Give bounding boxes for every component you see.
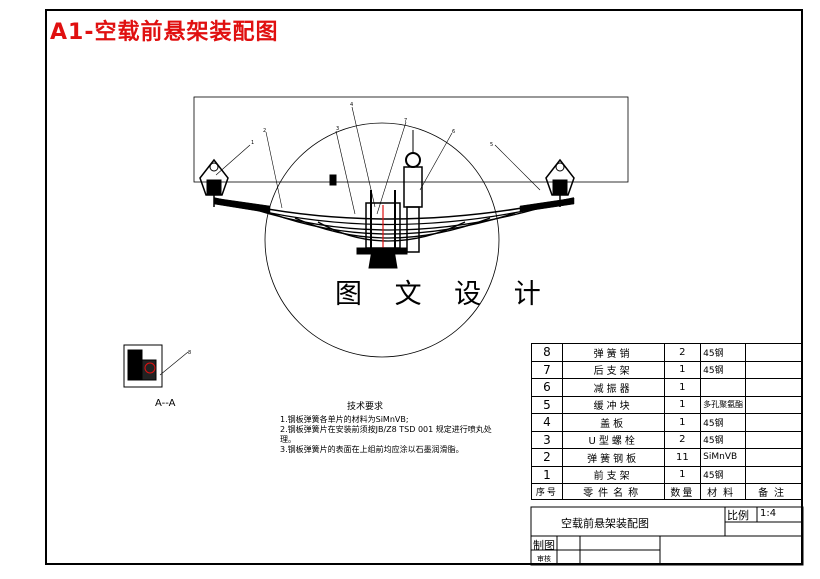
part-material: 45钢 (700, 430, 747, 449)
header-material: 材料 (700, 483, 747, 500)
header-qty: 数量 (663, 483, 702, 500)
spring-fill (213, 197, 271, 214)
part-name: 后支架 (561, 360, 665, 379)
callout-4: 4 (350, 102, 353, 108)
part-material: SiMnVB (700, 448, 747, 467)
section-a-a-detail (123, 344, 163, 388)
part-qty: 2 (663, 343, 702, 362)
table-row: 8 弹簧销 2 45钢 (531, 343, 803, 362)
part-qty: 1 (663, 360, 702, 379)
part-name: U型螺栓 (561, 430, 665, 449)
callout-5: 5 (490, 142, 493, 148)
technical-requirements: 技术要求 1.钢板弹簧各单片的材料为SiMnVB; 2.钢板弹簧片在安装前须按J… (280, 402, 500, 455)
table-row: 1 前支架 1 45钢 (531, 465, 803, 484)
section-circle (264, 122, 500, 358)
header-name: 零件名称 (561, 483, 665, 500)
part-qty: 11 (663, 448, 702, 467)
part-number: 7 (531, 360, 563, 379)
part-material (700, 378, 747, 397)
part-remark (745, 378, 803, 397)
table-row: 6 减振器 1 (531, 378, 803, 397)
part-qty: 2 (663, 430, 702, 449)
leaf-spring-5 (294, 217, 491, 239)
callout-7: 7 (404, 118, 407, 124)
part-material: 45钢 (700, 465, 747, 484)
part-remark (745, 465, 803, 484)
part-remark (745, 395, 803, 414)
drawing-title: A1-空载前悬架装配图 (50, 20, 279, 45)
callout-3: 3 (336, 126, 339, 132)
callout-8: 8 (188, 350, 191, 356)
part-number: 3 (531, 430, 563, 449)
part-qty: 1 (663, 465, 702, 484)
leader-lines (159, 106, 541, 376)
part-material: 45钢 (700, 360, 747, 379)
section-label: A--A (155, 398, 176, 409)
frame-rail (193, 96, 629, 183)
part-name: 减振器 (561, 378, 665, 397)
part-name: 弹簧销 (561, 343, 665, 362)
table-row: 7 后支架 1 45钢 (531, 360, 803, 379)
part-number: 5 (531, 395, 563, 414)
front-bracket (199, 158, 229, 207)
table-header-row: 序号 零件名称 数量 材料 备注 (531, 483, 803, 500)
part-number: 8 (531, 343, 563, 362)
part-number: 2 (531, 448, 563, 467)
callout-2: 2 (263, 128, 266, 134)
checked-label: 审核 (537, 555, 551, 563)
title-block: 空载前悬架装配图 比例 1:4 制图 审核 (531, 507, 803, 565)
parts-list-table: 8 弹簧销 2 45钢 7 后支架 1 45钢 6 减振器 1 5 (531, 343, 803, 500)
drawn-by-label: 制图 (533, 539, 555, 552)
requirements-heading: 技术要求 (346, 402, 383, 412)
leaf-spring-4 (269, 212, 516, 235)
callout-6: 6 (452, 129, 455, 135)
rear-bracket (545, 158, 575, 207)
leaf-spring-6 (317, 221, 466, 242)
u-bolt-assembly (356, 190, 408, 269)
part-name: 盖板 (561, 413, 665, 432)
part-remark (745, 448, 803, 467)
part-qty: 1 (663, 378, 702, 397)
part-number: 6 (531, 378, 563, 397)
table-row: 3 U型螺栓 2 45钢 (531, 430, 803, 449)
watermark: 图 文 设 计 (335, 279, 553, 310)
part-remark (745, 413, 803, 432)
table-row: 2 弹簧钢板 11 SiMnVB (531, 448, 803, 467)
title-block-lines (530, 506, 804, 566)
requirement-item: 1.钢板弹簧各单片的材料为SiMnVB; (280, 415, 409, 424)
part-number: 4 (531, 413, 563, 432)
requirement-item: 2.钢板弹簧片在安装前须按JB/Z8 TSD 001 规定进行喷丸处理。 (280, 425, 492, 444)
drawing-name: 空载前悬架装配图 (561, 517, 649, 530)
part-qty: 1 (663, 413, 702, 432)
part-remark (745, 430, 803, 449)
part-qty: 1 (663, 395, 702, 414)
scale-value: 1:4 (760, 508, 777, 519)
scale-label: 比例 (727, 509, 749, 522)
part-name: 缓冲块 (561, 395, 665, 414)
header-no: 序号 (531, 483, 563, 500)
part-material: 多孔聚氨酯 (700, 395, 747, 414)
callout-1: 1 (251, 140, 254, 146)
part-remark (745, 360, 803, 379)
part-remark (745, 343, 803, 362)
requirement-item: 3.钢板弹簧片的表面在上组前均应涂以石墨润滑脂。 (280, 445, 464, 454)
spring-fill-right (519, 197, 575, 213)
table-row: 5 缓冲块 1 多孔聚氨酯 (531, 395, 803, 414)
part-name: 前支架 (561, 465, 665, 484)
header-remark: 备注 (745, 483, 803, 500)
table-row: 4 盖板 1 45钢 (531, 413, 803, 432)
part-material: 45钢 (700, 413, 747, 432)
drawing-frame (45, 9, 803, 565)
bumper-block (329, 174, 337, 186)
part-name: 弹簧钢板 (561, 448, 665, 467)
part-material: 45钢 (700, 343, 747, 362)
part-number: 1 (531, 465, 563, 484)
